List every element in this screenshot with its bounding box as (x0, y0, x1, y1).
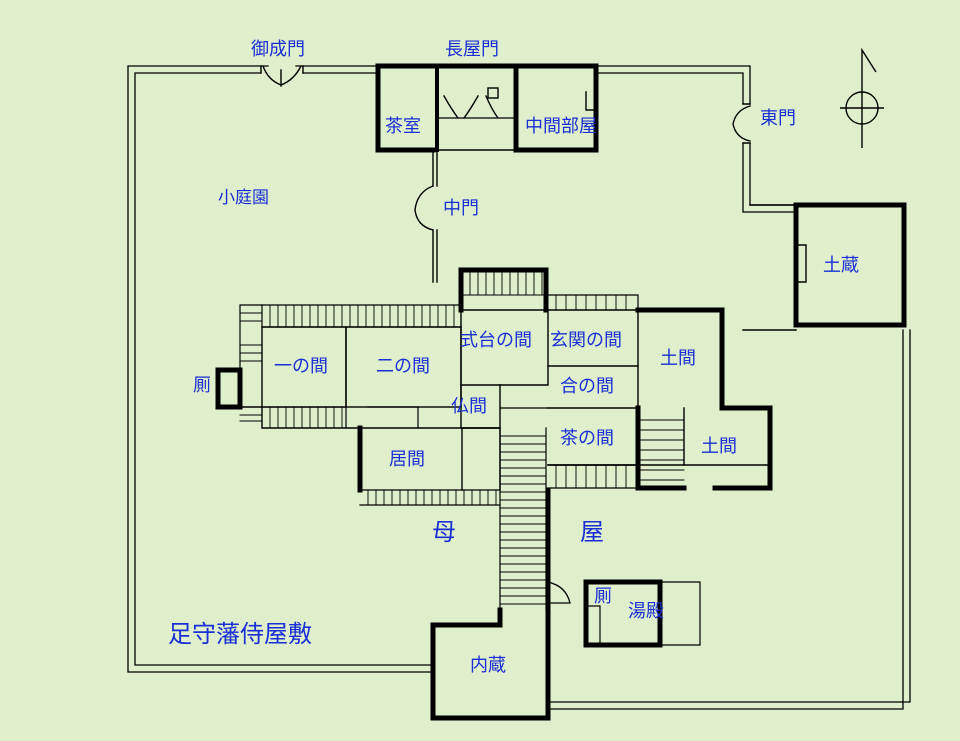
door-swing (547, 581, 571, 604)
veranda (239, 294, 701, 646)
label-butsuma: 仏間 (451, 396, 487, 417)
label-ichinoma: 一の間 (274, 356, 328, 377)
label-onarimon: 御成門 (251, 39, 305, 60)
label-yudono: 湯殿 (628, 601, 664, 622)
label-shikidai: 式台の間 (460, 330, 532, 351)
label-kawaya-1: 厠 (193, 375, 211, 396)
label-chanoma: 茶の間 (560, 428, 614, 449)
page-title: 足守藩侍屋敷 (168, 620, 312, 648)
label-naizo: 内蔵 (470, 655, 506, 676)
label-dozo: 土蔵 (823, 255, 859, 276)
label-higashimon: 東門 (760, 108, 796, 129)
gate-onarimon (260, 65, 304, 87)
label-kawaya-2: 厠 (594, 586, 612, 607)
label-chashitsu: 茶室 (385, 116, 421, 137)
label-doma-2: 土間 (701, 436, 737, 457)
label-chugen-beya: 中間部屋 (525, 116, 597, 137)
gate-higashimon (732, 103, 751, 144)
north-compass-icon (840, 47, 884, 148)
label-nakamon: 中門 (443, 198, 479, 219)
label-genkan: 玄関の間 (550, 330, 622, 351)
label-ainoma: 合の間 (560, 376, 614, 397)
nagayamon-building (375, 63, 599, 153)
label-doma-1: 土間 (660, 348, 696, 369)
label-ninoma: 二の間 (376, 356, 430, 377)
main-house-walls (215, 267, 773, 721)
label-shoteien: 小庭園 (218, 188, 269, 208)
label-main-building-1: 母 (432, 518, 456, 546)
veranda-hatching (239, 271, 685, 605)
gate-nakamon (414, 149, 438, 283)
label-nagayamon: 長屋門 (445, 39, 499, 60)
label-ima: 居間 (389, 449, 425, 470)
dozo-building (742, 202, 907, 331)
label-main-building-2: 屋 (580, 518, 604, 546)
boundary-wall (127, 65, 911, 710)
